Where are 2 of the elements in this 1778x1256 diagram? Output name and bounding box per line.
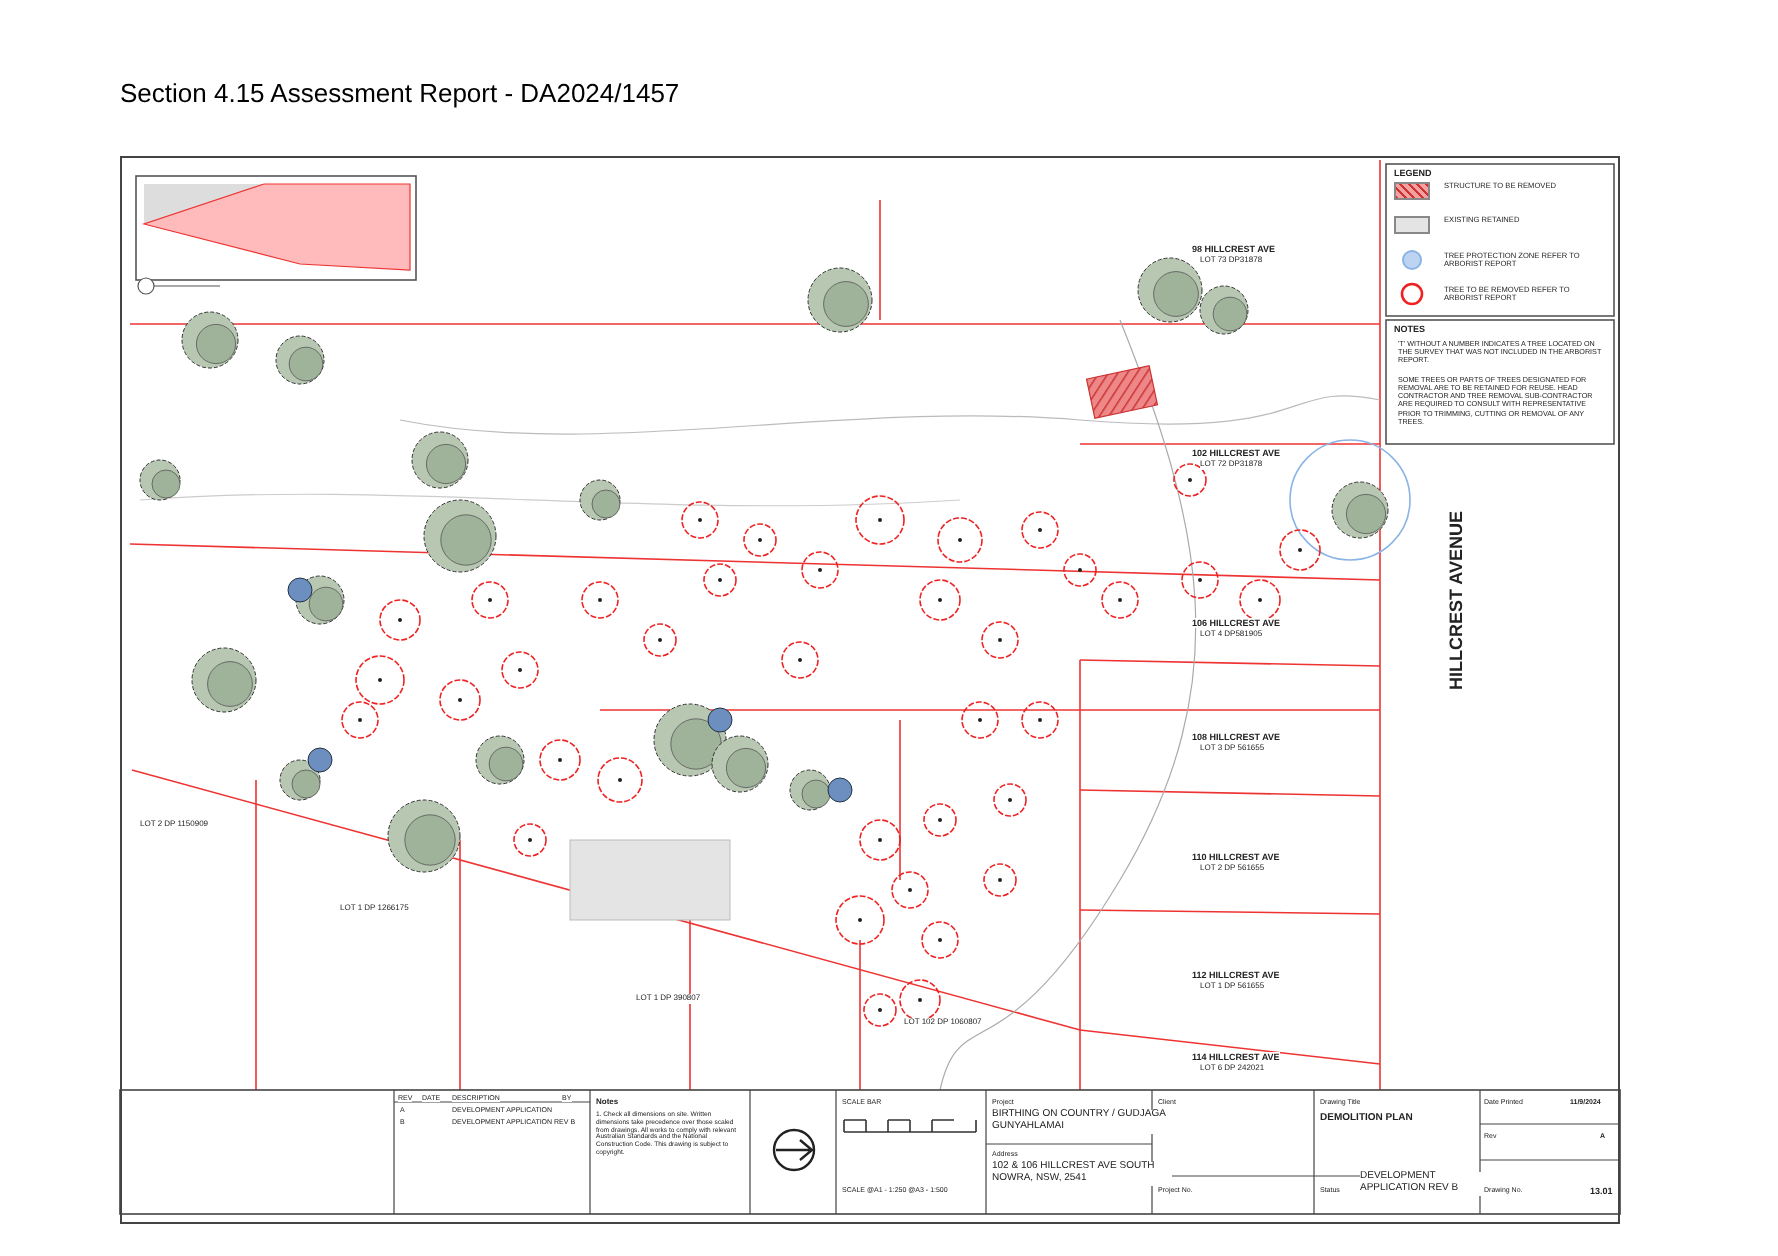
street-name: HILLCREST AVENUE [1446, 510, 1467, 690]
page-title: Section 4.15 Assessment Report - DA2024/1457 [120, 80, 680, 110]
